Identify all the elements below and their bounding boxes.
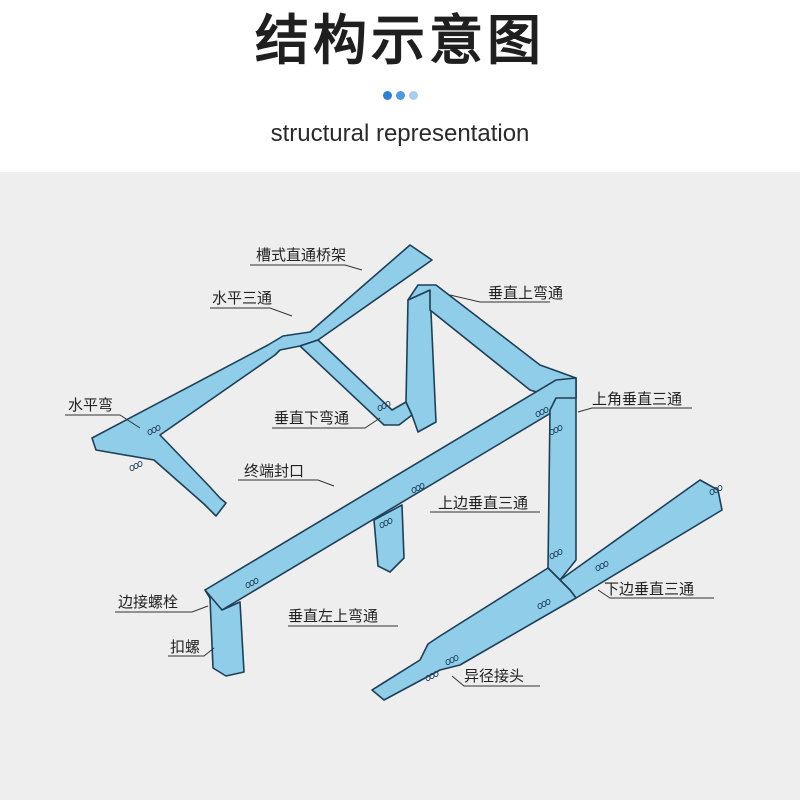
page-subtitle: structural representation xyxy=(270,120,530,147)
bolt-hole xyxy=(385,400,391,408)
bolt-hole xyxy=(453,654,459,662)
top-side-tee-drop xyxy=(373,504,405,573)
leader-vertical-up-bend xyxy=(449,294,550,303)
bolt-hole xyxy=(137,460,143,468)
bolt-hole xyxy=(717,484,723,492)
bolt-hole xyxy=(545,598,551,606)
bolt-hole xyxy=(603,560,609,568)
header: 结构示意图 structural representation xyxy=(0,0,800,172)
bolt-hole xyxy=(155,424,161,432)
leader-lines xyxy=(65,264,714,687)
dots-decoration xyxy=(383,91,423,101)
label-top-side-tee: 上边垂直三通 xyxy=(438,494,528,512)
leader-horizontal-tee xyxy=(210,307,293,317)
label-slot-tray: 槽式直通桥架 xyxy=(256,246,346,264)
label-vertical-down-bend: 垂直下弯通 xyxy=(274,409,349,427)
bolt-hole xyxy=(543,406,549,414)
dot-2 xyxy=(396,91,405,100)
leader-buckle-screw xyxy=(168,647,215,657)
bolt-hole xyxy=(557,548,563,556)
label-reducer-joint: 异径接头 xyxy=(464,667,524,685)
label-bottom-side-tee: 下边垂直三通 xyxy=(604,580,694,598)
label-buckle-screw: 扣螺 xyxy=(170,638,200,656)
leader-bottom-side-tee xyxy=(597,589,714,599)
bolt-holes xyxy=(129,400,723,682)
bolt-hole xyxy=(557,424,563,432)
label-vertical-left-up-bend: 垂直左上弯通 xyxy=(288,607,378,625)
leader-reducer-joint xyxy=(451,675,540,687)
page-title: 结构示意图 xyxy=(255,9,545,72)
bolt-hole xyxy=(433,670,439,678)
label-vertical-up-bend: 垂直上弯通 xyxy=(488,284,563,302)
label-top-corner-tee: 上角垂直三通 xyxy=(592,390,682,408)
leader-vertical-down-bend xyxy=(272,417,381,429)
bolt-hole xyxy=(419,482,425,490)
leader-end-cap xyxy=(238,479,335,487)
leader-slot-tray xyxy=(250,264,363,271)
bolt-hole xyxy=(129,464,135,472)
vertical-left-up-bend xyxy=(204,589,245,677)
label-horizontal-bend: 水平弯 xyxy=(68,396,113,414)
labels: 槽式直通桥架 水平三通 垂直上弯通 水平弯 垂直下弯通 上角垂直三通 终端封口 … xyxy=(68,246,694,685)
lower-left-run xyxy=(371,567,577,701)
bolt-hole xyxy=(253,577,259,585)
bolt-hole xyxy=(133,462,139,470)
dot-3 xyxy=(409,91,418,100)
label-end-cap: 终端封口 xyxy=(244,462,304,480)
leader-side-bolt xyxy=(115,605,209,613)
label-side-bolt: 边接螺栓 xyxy=(118,593,178,611)
dot-1 xyxy=(383,91,392,100)
label-horizontal-tee: 水平三通 xyxy=(212,289,272,307)
leader-horizontal-bend xyxy=(65,414,141,429)
bolt-hole xyxy=(387,517,393,525)
leader-top-corner-tee xyxy=(577,407,692,413)
tray-structure xyxy=(91,244,723,701)
